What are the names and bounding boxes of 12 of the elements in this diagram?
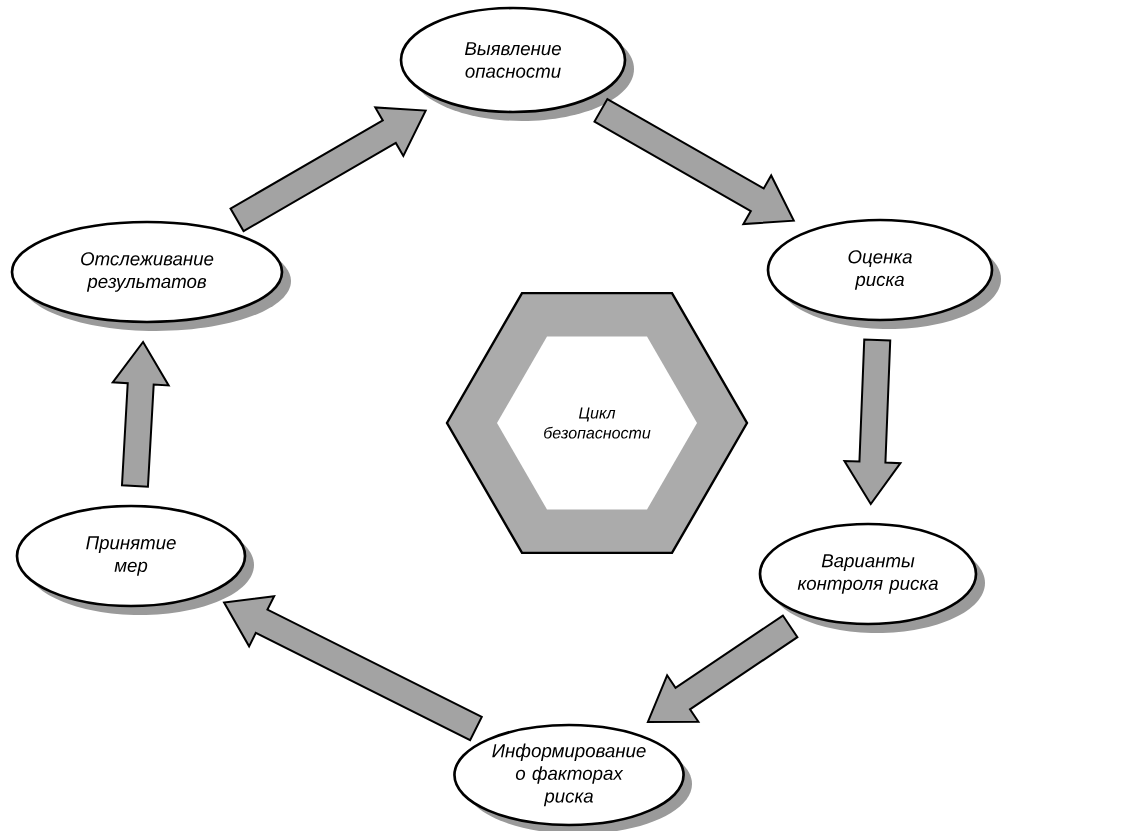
block-arrow xyxy=(110,340,171,488)
node-label: Информирование о факторах риска xyxy=(492,743,646,807)
ellipse-node: Варианты контроля риска xyxy=(758,522,985,633)
ellipse-node: Принятие мер xyxy=(15,504,254,615)
ellipse-node: Оценка риска xyxy=(766,218,1001,329)
hexagon: Цикл безопасности xyxy=(445,291,749,555)
ellipse-node: Информирование о факторах риска xyxy=(453,723,692,831)
ellipse-node: Отслеживание результатов xyxy=(10,220,291,331)
ellipse-node: Выявление опасности xyxy=(399,6,634,121)
block-arrow xyxy=(646,614,799,723)
block-arrow xyxy=(229,106,428,233)
block-arrow xyxy=(842,338,903,506)
